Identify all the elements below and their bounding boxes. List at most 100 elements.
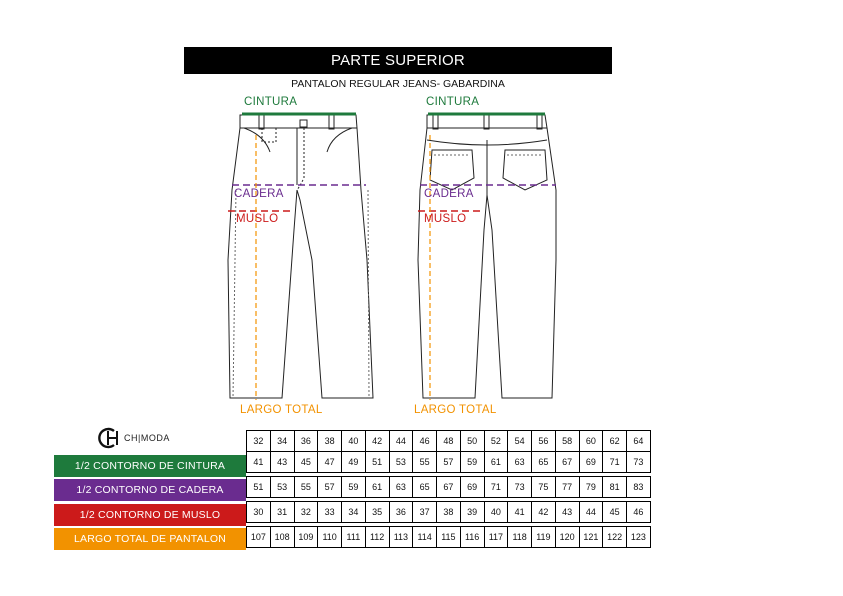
table-cell: 31 bbox=[269, 501, 295, 523]
table-cell: 45 bbox=[293, 451, 319, 473]
table-cell: 57 bbox=[317, 476, 342, 498]
table-cell: 36 bbox=[293, 430, 319, 452]
table-cell: 110 bbox=[317, 526, 342, 548]
table-cell: 41 bbox=[507, 501, 532, 523]
table-cell: 41 bbox=[246, 451, 271, 473]
table-cell: 42 bbox=[531, 501, 556, 523]
table-cell: 32 bbox=[246, 430, 271, 452]
table-cell: 120 bbox=[554, 526, 580, 548]
table-cell: 61 bbox=[364, 476, 390, 498]
table-cell: 81 bbox=[602, 476, 627, 498]
table-cell: 39 bbox=[459, 501, 485, 523]
table-cell: 46 bbox=[626, 501, 651, 523]
table-cell: 40 bbox=[483, 501, 509, 523]
table-cell: 67 bbox=[436, 476, 461, 498]
table-cell: 34 bbox=[269, 430, 295, 452]
table-cell: 83 bbox=[626, 476, 651, 498]
table-cell: 33 bbox=[317, 501, 342, 523]
table-cell: 65 bbox=[412, 476, 437, 498]
back-thigh-label: MUSLO bbox=[424, 213, 467, 225]
table-cell: 58 bbox=[554, 430, 580, 452]
table-cell: 43 bbox=[269, 451, 295, 473]
table-cell: 71 bbox=[602, 451, 627, 473]
table-cell: 43 bbox=[554, 501, 580, 523]
back-hip-label: CADERA bbox=[424, 188, 474, 200]
table-cell: 122 bbox=[602, 526, 627, 548]
table-cell: 40 bbox=[341, 430, 366, 452]
table-cell: 38 bbox=[317, 430, 342, 452]
page-subtitle: PANTALON REGULAR JEANS- GABARDINA bbox=[291, 78, 505, 90]
table-cell: 116 bbox=[459, 526, 485, 548]
table-cell: 47 bbox=[317, 451, 342, 473]
table-cell: 38 bbox=[436, 501, 461, 523]
table-cell: 50 bbox=[459, 430, 485, 452]
table-cell: 64 bbox=[626, 430, 651, 452]
table-cell: 113 bbox=[388, 526, 414, 548]
table-cell: 46 bbox=[412, 430, 437, 452]
table-cell: 61 bbox=[483, 451, 509, 473]
front-hip-label: CADERA bbox=[234, 188, 284, 200]
table-cell: 69 bbox=[578, 451, 604, 473]
table-cell: 49 bbox=[341, 451, 366, 473]
table-cell: 42 bbox=[364, 430, 390, 452]
table-cell: 63 bbox=[507, 451, 532, 473]
table-cell: 44 bbox=[388, 430, 414, 452]
table-cell: 109 bbox=[293, 526, 319, 548]
table-cell: 59 bbox=[341, 476, 366, 498]
brand-name: CH|MODA bbox=[124, 433, 170, 443]
table-cell: 55 bbox=[293, 476, 319, 498]
table-cell: 62 bbox=[602, 430, 627, 452]
table-cell: 67 bbox=[554, 451, 580, 473]
table-cell: 112 bbox=[364, 526, 390, 548]
table-cell: 117 bbox=[483, 526, 509, 548]
table-cell: 59 bbox=[459, 451, 485, 473]
table-cell: 71 bbox=[483, 476, 509, 498]
table-cell: 30 bbox=[246, 501, 271, 523]
table-cell: 115 bbox=[436, 526, 461, 548]
table-cell: 48 bbox=[436, 430, 461, 452]
front-pants-drawing bbox=[227, 112, 374, 399]
table-cell: 65 bbox=[531, 451, 556, 473]
table-cell: 51 bbox=[364, 451, 390, 473]
table-cell: 75 bbox=[531, 476, 556, 498]
table-cell: 51 bbox=[246, 476, 271, 498]
table-cell: 111 bbox=[341, 526, 366, 548]
table-cell: 54 bbox=[507, 430, 532, 452]
row-label-waist: 1/2 CONTORNO DE CINTURA bbox=[54, 455, 246, 477]
table-cell: 73 bbox=[626, 451, 651, 473]
back-length-label: LARGO TOTAL bbox=[414, 404, 497, 416]
table-cell: 53 bbox=[388, 451, 414, 473]
row-label-hip: 1/2 CONTORNO DE CADERA bbox=[54, 479, 246, 501]
brand-logo: CH|MODA bbox=[96, 426, 170, 450]
table-cell: 52 bbox=[483, 430, 509, 452]
table-cell: 34 bbox=[341, 501, 366, 523]
row-label-length: LARGO TOTAL DE PANTALON bbox=[54, 528, 246, 550]
pants-illustrations bbox=[227, 112, 557, 400]
table-cell: 45 bbox=[602, 501, 627, 523]
back-waist-label: CINTURA bbox=[426, 96, 480, 108]
table-cell: 107 bbox=[246, 526, 271, 548]
table-cell: 108 bbox=[269, 526, 295, 548]
table-cell: 119 bbox=[531, 526, 556, 548]
front-length-label: LARGO TOTAL bbox=[240, 404, 323, 416]
front-thigh-label: MUSLO bbox=[236, 213, 279, 225]
table-cell: 56 bbox=[531, 430, 556, 452]
table-cell: 63 bbox=[388, 476, 414, 498]
table-cell: 121 bbox=[578, 526, 604, 548]
table-cell: 53 bbox=[269, 476, 295, 498]
table-cell: 118 bbox=[507, 526, 532, 548]
table-cell: 114 bbox=[412, 526, 437, 548]
table-cell: 37 bbox=[412, 501, 437, 523]
table-cell: 57 bbox=[436, 451, 461, 473]
table-cell: 123 bbox=[626, 526, 651, 548]
brand-logo-icon bbox=[98, 427, 118, 449]
table-cell: 73 bbox=[507, 476, 532, 498]
table-cell: 55 bbox=[412, 451, 437, 473]
table-cell: 32 bbox=[293, 501, 319, 523]
